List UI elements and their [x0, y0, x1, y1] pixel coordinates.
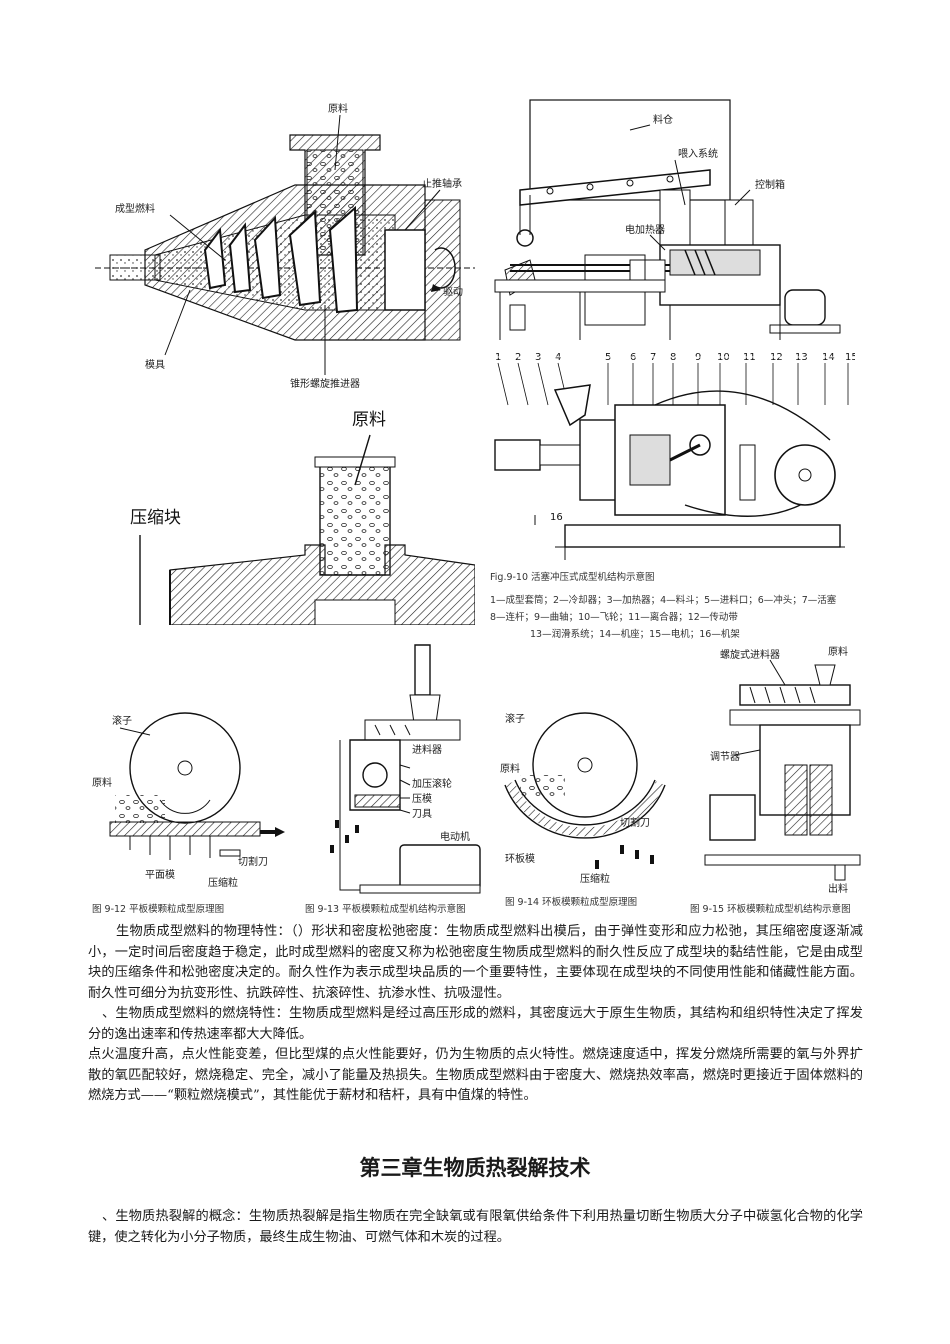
- figure-compress-block: 原料 压缩块: [130, 395, 475, 625]
- label-material: 原料: [828, 645, 848, 658]
- label-feed: 喂入系统: [678, 147, 718, 160]
- figure-hopper-machine: 料仓 喂入系统 控制箱 电加热器: [490, 95, 855, 345]
- label-screw: 锥形螺旋推进器: [290, 377, 360, 390]
- label-drive: 驱动: [443, 286, 463, 298]
- label-material: 原料: [92, 776, 112, 789]
- label-out: 出料: [828, 882, 848, 895]
- label-die: 模具: [145, 359, 165, 371]
- figure-flat-die-principle: 滚子 原料 切割刀 平面模 压缩粒 图 9-12 平板模颗粒成型原理图: [90, 700, 290, 918]
- part-number-15: 15: [845, 352, 855, 363]
- label-material: 原料: [500, 762, 520, 775]
- paragraph-ignition: 点火温度升高，点火性能变差，但比型煤的点火性能要好，仍为生物质的点火特性。燃烧速…: [88, 1047, 863, 1103]
- svg-text:8—连杆；9—曲轴；10—飞轮；11—离合器；12—传动带: 8—连杆；9—曲轴；10—飞轮；11—离合器；12—传动带: [490, 611, 738, 623]
- label-motor: 电动机: [440, 830, 470, 843]
- svg-text:Fig.9-10 活塞冲压式成型机结构示意图: Fig.9-10 活塞冲压式成型机结构示意图: [490, 571, 655, 583]
- label-regulator: 调节器: [710, 751, 740, 763]
- label-bin: 料仓: [653, 113, 673, 126]
- label-flat-die: 平面模: [145, 869, 175, 881]
- paragraph-physical-properties: 生物质成型燃料的物理特性：（）形状和密度松弛密度：生物质成型燃料出模后，由于弹性…: [88, 924, 863, 1001]
- label-screw-feeder: 螺旋式进料器: [720, 648, 780, 661]
- label-fuel: 成型燃料: [115, 202, 155, 215]
- body-text-lower: 、生物质热裂解的概念：生物质热裂解是指生物质在完全缺氧或有限氧供给条件下利用热量…: [88, 1207, 863, 1248]
- label-heater: 电加热器: [625, 223, 665, 236]
- caption-9-12: 图 9-12 平板模颗粒成型原理图: [92, 903, 224, 915]
- label-material: 原料: [328, 102, 348, 115]
- paragraph-combustion-properties: 、生物质成型燃料的燃烧特性：生物质成型燃料是经过高压形成的燃料，其密度远大于原生…: [88, 1006, 863, 1042]
- svg-text:1—成型套筒；2—冷却器；3—加热器；4—料斗；5—进料口；: 1—成型套筒；2—冷却器；3—加热器；4—料斗；5—进料口；6—冲头；7—活塞: [490, 594, 837, 606]
- piston-caption: 13—润滑系统；14—机座；15—电机；16—机架: [530, 628, 740, 640]
- label-ring-die: 环板模: [505, 852, 535, 865]
- label-block: 压缩块: [130, 508, 181, 528]
- chapter-title: 第三章生物质热裂解技术: [359, 1156, 591, 1180]
- figure-cone-screw-extruder: 原料 成型燃料 止推轴承 驱动 模具 锥形螺旋推进器: [95, 90, 480, 390]
- caption-9-14: 图 9-14 环板模颗粒成型原理图: [505, 896, 637, 908]
- caption-9-13: 图 9-13 平板模颗粒成型机结构示意图: [305, 903, 466, 915]
- label-pellet: 压缩粒: [580, 872, 610, 885]
- label-cutter: 切割刀: [238, 855, 268, 868]
- figure-ring-die-principle: 滚子 原料 切割刀 环板模 压缩粒 图 9-14 环板模颗粒成型原理图: [500, 700, 680, 918]
- paragraph-pyrolysis-concept: 、生物质热裂解的概念：生物质热裂解是指生物质在完全缺氧或有限氧供给条件下利用热量…: [88, 1209, 863, 1245]
- svg-text:16: 16: [550, 512, 563, 523]
- figure-ring-die-machine: 螺旋式进料器 原料 调节器 出料 图 9-15 环板模颗粒成型机结构示意图: [690, 640, 870, 918]
- label-control: 控制箱: [755, 178, 785, 191]
- label-press-roller: 加压滚轮: [412, 777, 452, 790]
- figure-piston-machine: 123456789101112131415 16 Fig.9-10 活塞冲压式成…: [485, 345, 855, 640]
- label-roller: 滚子: [112, 714, 132, 727]
- label-pellet: 压缩粒: [208, 876, 238, 889]
- label-knife: 刀具: [412, 808, 432, 820]
- label-bearing: 止推轴承: [422, 177, 462, 190]
- figure-flat-die-machine: 进料器 加压滚轮 压模 刀具 电动机 图 9-13 平板模颗粒成型机结构示意图: [300, 640, 490, 918]
- label-cutter: 切割刀: [620, 816, 650, 829]
- label-die: 压模: [412, 793, 432, 805]
- body-text-upper: 生物质成型燃料的物理特性：（）形状和密度松弛密度：生物质成型燃料出模后，由于弹性…: [88, 922, 863, 1107]
- label-roller: 滚子: [505, 712, 525, 725]
- label-feeder: 进料器: [412, 743, 442, 756]
- label-material: 原料: [352, 410, 386, 430]
- caption-9-15: 图 9-15 环板模颗粒成型机结构示意图: [690, 903, 851, 915]
